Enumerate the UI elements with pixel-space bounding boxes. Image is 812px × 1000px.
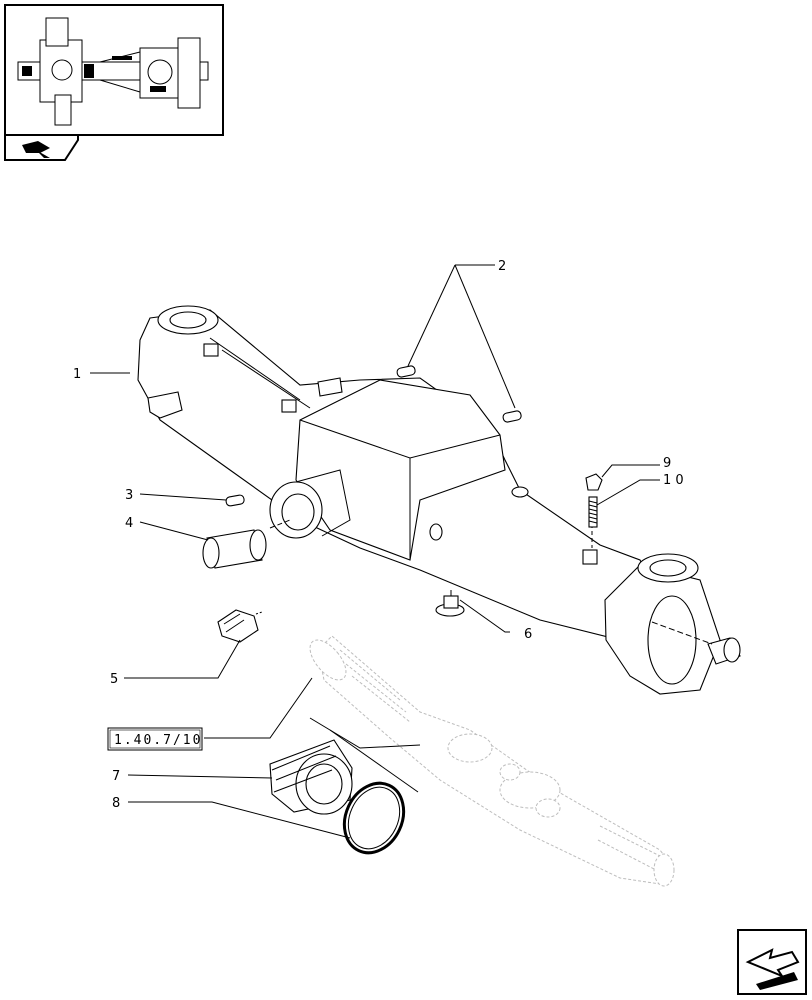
plug-6[interactable] [435,590,465,617]
next-page-arrow-icon[interactable] [737,929,807,995]
bushing-4[interactable] [202,529,267,569]
plug-5[interactable] [217,609,263,643]
callout-7: 7 [112,769,120,784]
o-ring-8[interactable] [333,774,414,863]
stud-10[interactable] [588,496,598,528]
leader-lines [90,264,660,839]
callout-2: 2 [498,259,506,274]
dowel-pin-lower[interactable] [502,410,522,423]
drive-shaft-ghost [309,635,675,887]
callout-10: 1 0 [663,473,684,488]
reference-label: 1.40.7/10 [114,733,202,748]
reference-link[interactable]: 1.40.7/10 [107,727,203,751]
callout-3: 3 [125,488,133,503]
callout-6: 6 [524,627,532,642]
callout-8: 8 [112,796,120,811]
callout-1: 1 [73,367,81,382]
bolt-9[interactable] [585,473,603,491]
pin-3[interactable] [225,494,245,507]
book-arrow-icon[interactable] [4,134,79,161]
dowel-pin-upper[interactable] [396,365,416,378]
callout-4: 4 [125,516,133,531]
callout-9: 9 [663,456,671,471]
bearing-ring-7[interactable] [269,739,353,815]
callout-labels: 1 2 3 4 5 6 7 8 9 1 0 [73,259,684,811]
callout-5: 5 [110,672,118,687]
axle-thumbnail-icon[interactable] [4,4,224,136]
axle-housing[interactable] [137,305,741,695]
